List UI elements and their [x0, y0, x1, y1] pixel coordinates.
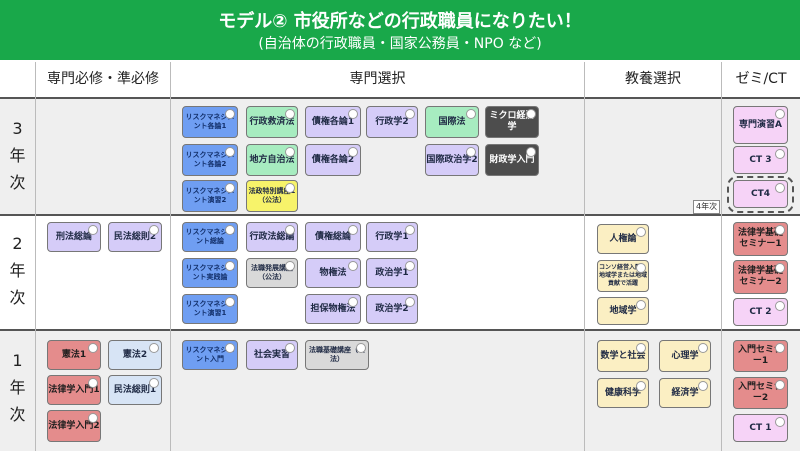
- divider-line: [0, 214, 800, 216]
- course-box[interactable]: 政治学1: [366, 258, 418, 288]
- course-box[interactable]: 人権論: [597, 224, 649, 254]
- course-box[interactable]: 民法総則1: [108, 375, 162, 405]
- fourth-year-note: 4年次: [693, 200, 721, 214]
- course-box[interactable]: リスクマネジメント各論1: [182, 106, 238, 138]
- course-box[interactable]: 債権各論1: [305, 106, 361, 138]
- course-box[interactable]: リスクマネジメント入門: [182, 340, 238, 370]
- course-box[interactable]: 社会実習: [246, 340, 298, 370]
- course-box[interactable]: 国際政治学2: [425, 144, 479, 176]
- course-box[interactable]: 債権各論2: [305, 144, 361, 176]
- divider-line: [584, 62, 585, 451]
- divider-line: [35, 62, 36, 451]
- course-box[interactable]: 行政学1: [366, 222, 418, 252]
- column-header-electives: 専門選択: [171, 62, 584, 96]
- column-header-seminar: ゼミ/CT: [722, 62, 800, 96]
- course-box[interactable]: コンソ経営入門・地域学または地域貢献で活躍: [597, 260, 649, 292]
- course-box[interactable]: 数学と社会: [597, 340, 649, 372]
- course-box[interactable]: 刑法総論: [47, 222, 101, 252]
- course-box[interactable]: 国際法: [425, 106, 479, 138]
- seminar-box[interactable]: CT4: [733, 180, 788, 208]
- course-box[interactable]: リスクマネジメント各論2: [182, 144, 238, 176]
- course-box[interactable]: 地域学: [597, 297, 649, 325]
- course-box[interactable]: 財政学入門: [485, 144, 539, 176]
- course-box[interactable]: 民法総則2: [108, 222, 162, 252]
- course-box[interactable]: ミクロ経済学: [485, 106, 539, 138]
- seminar-box[interactable]: CT 1: [733, 414, 788, 442]
- course-box[interactable]: 行政学2: [366, 106, 418, 138]
- divider-line: [170, 62, 171, 451]
- page-subtitle: (自治体の行政職員・国家公務員・NPO など): [258, 36, 542, 52]
- seminar-box[interactable]: 入門セミナー2: [733, 377, 788, 409]
- seminar-box[interactable]: CT 3: [733, 146, 788, 174]
- divider-line: [0, 329, 800, 331]
- course-box[interactable]: 心理学: [659, 340, 711, 372]
- seminar-box[interactable]: 法律学基礎セミナー2: [733, 260, 788, 294]
- course-box[interactable]: 法政特別講座1（公法）: [246, 180, 298, 212]
- course-box[interactable]: 担保物権法: [305, 294, 361, 324]
- course-box[interactable]: 物権法: [305, 258, 361, 288]
- course-box[interactable]: 政治学2: [366, 294, 418, 324]
- divider-line: [721, 62, 722, 451]
- header-banner: [0, 0, 800, 60]
- course-box[interactable]: 経済学: [659, 378, 711, 408]
- course-box[interactable]: 債権総論: [305, 222, 361, 252]
- course-box[interactable]: 法律学入門1: [47, 375, 101, 405]
- course-box[interactable]: 法律学入門2: [47, 410, 101, 442]
- page-title: モデル② 市役所などの行政職員になりたい！: [218, 11, 582, 32]
- course-box[interactable]: 地方自治法: [246, 144, 298, 176]
- course-box[interactable]: リスクマネジメント演習2: [182, 180, 238, 212]
- seminar-box[interactable]: 入門セミナー1: [733, 340, 788, 372]
- column-header-liberal: 教養選択: [585, 62, 721, 96]
- course-box[interactable]: 行政救済法: [246, 106, 298, 138]
- seminar-box[interactable]: CT 2: [733, 298, 788, 326]
- course-box[interactable]: 法職基礎講座（公法）: [305, 340, 369, 370]
- course-box[interactable]: 法職発展講座（公法）: [246, 258, 298, 288]
- course-box[interactable]: リスクマネジメント実践論: [182, 258, 238, 288]
- column-header-required: 専門必修・準必修: [36, 62, 170, 96]
- course-box[interactable]: 憲法2: [108, 340, 162, 370]
- fourth-year-frame: [727, 176, 794, 213]
- course-box[interactable]: リスクマネジメント演習1: [182, 294, 238, 324]
- course-box[interactable]: 行政法総論: [246, 222, 298, 252]
- course-box[interactable]: 健康科学: [597, 378, 649, 408]
- course-box[interactable]: 憲法1: [47, 340, 101, 370]
- seminar-box[interactable]: 法律学基礎セミナー1: [733, 222, 788, 256]
- seminar-box[interactable]: 専門演習A: [733, 106, 788, 144]
- course-box[interactable]: リスクマネジメント総論: [182, 222, 238, 252]
- divider-line: [0, 97, 800, 99]
